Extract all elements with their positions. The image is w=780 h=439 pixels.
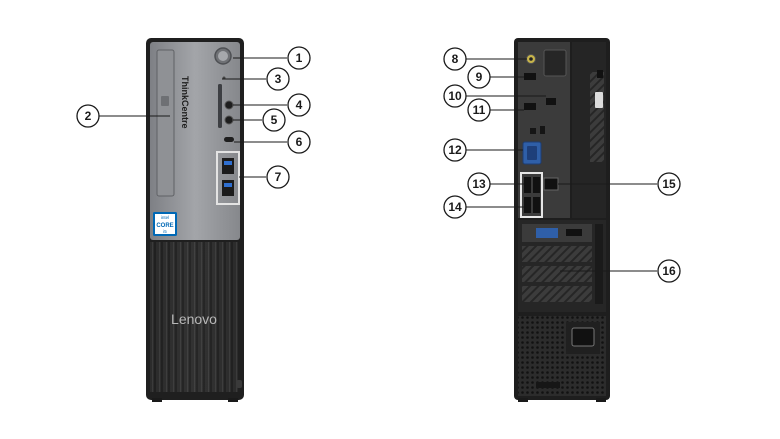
callout-9-label: 9 [476,70,483,84]
callout-6: 6 [287,130,311,154]
usb-a-port-bottom[interactable] [222,180,234,196]
intel-badge-brand: intel [161,215,169,220]
rear-usb-a-port-3[interactable] [524,197,531,213]
rear-lock-slot[interactable] [597,70,603,78]
intel-badge-core: CORE [156,223,173,229]
expansion-slot-4 [522,286,592,302]
rear-small-port-a[interactable] [530,128,536,134]
front-grille-shade [150,242,240,392]
rear-usb-a-port-1[interactable] [524,177,531,193]
rear-usb-a-port-top[interactable] [546,98,556,105]
callout-11-label: 11 [473,103,486,117]
headset-jack[interactable] [224,100,234,110]
front-side-notch [236,380,242,388]
lenovo-logo: Lenovo [171,311,217,327]
power-icon [218,51,228,61]
callout-5: 5 [262,108,286,132]
expansion-slot-3 [522,266,592,282]
callout-2: 2 [76,104,100,128]
callout-11: 11 [467,98,491,122]
expansion-card-vga[interactable] [536,228,558,238]
leader-lines [99,57,657,272]
callout-14: 14 [443,195,467,219]
rear-latch[interactable] [595,92,603,108]
rear-foot-right [596,398,606,402]
vga-port-pins [527,146,537,160]
front-view: ThinkCentre intel CORE i5 Lenovo [146,38,244,402]
intel-core-badge: intel CORE i5 [153,212,177,236]
rear-foot-left [518,398,528,402]
callout-6-label: 6 [296,135,303,149]
callout-3: 3 [266,67,290,91]
optical-drive-eject-button[interactable] [161,96,169,106]
displayport-port[interactable] [524,73,536,80]
callout-2-label: 2 [85,109,92,123]
line-out-jack-hole [529,57,533,61]
callout-5-label: 5 [271,113,278,127]
usb-a-port-top-tongue [224,161,232,165]
optical-drive-bay [156,49,175,197]
thinkcentre-label: ThinkCentre [180,76,190,129]
hdmi-port[interactable] [524,103,536,110]
rear-bottom-slot [536,382,560,388]
rear-small-port-b[interactable] [540,126,545,134]
callout-15-label: 15 [662,177,676,191]
ethernet-port[interactable] [543,177,559,191]
expansion-card-port[interactable] [566,229,582,236]
callout-4-label: 4 [296,98,303,112]
callout-3-label: 3 [275,72,282,86]
callout-16: 16 [657,259,681,283]
rear-usb-a-port-4[interactable] [533,197,540,213]
callout-8: 8 [443,47,467,71]
callout-8-label: 8 [452,52,459,66]
card-reader-slot[interactable] [218,84,222,128]
expansion-slot-2 [522,246,592,262]
expansion-retainer [595,224,603,304]
intel-badge-tier: i5 [163,229,167,234]
callout-13: 13 [467,172,491,196]
callout-16-label: 16 [662,264,676,278]
rear-usb-highlight-box [520,172,543,218]
callout-7: 7 [266,165,290,189]
usb-highlight-box [216,151,240,205]
callout-12-label: 12 [448,143,462,157]
callout-15: 15 [657,172,681,196]
callout-14-label: 14 [448,200,462,214]
optional-module-cover [543,49,567,77]
power-connector[interactable] [571,327,595,347]
rear-view [514,38,610,402]
callout-13-label: 13 [472,177,486,191]
usb-a-port-top[interactable] [222,158,234,174]
callout-7-label: 7 [275,170,282,184]
usb-a-port-bottom-tongue [224,183,232,187]
callout-12: 12 [443,138,467,162]
callout-1: 1 [287,46,311,70]
callout-10-label: 10 [448,89,462,103]
usb-c-port[interactable] [224,137,234,142]
front-foot-right [228,398,238,402]
microphone-jack[interactable] [224,115,234,125]
callout-10: 10 [443,84,467,108]
rear-usb-a-port-2[interactable] [533,177,540,193]
callout-1-label: 1 [296,51,303,65]
front-foot-left [152,398,162,402]
rear-vent-slots [590,72,604,162]
callout-4: 4 [287,93,311,117]
callout-9: 9 [467,65,491,89]
